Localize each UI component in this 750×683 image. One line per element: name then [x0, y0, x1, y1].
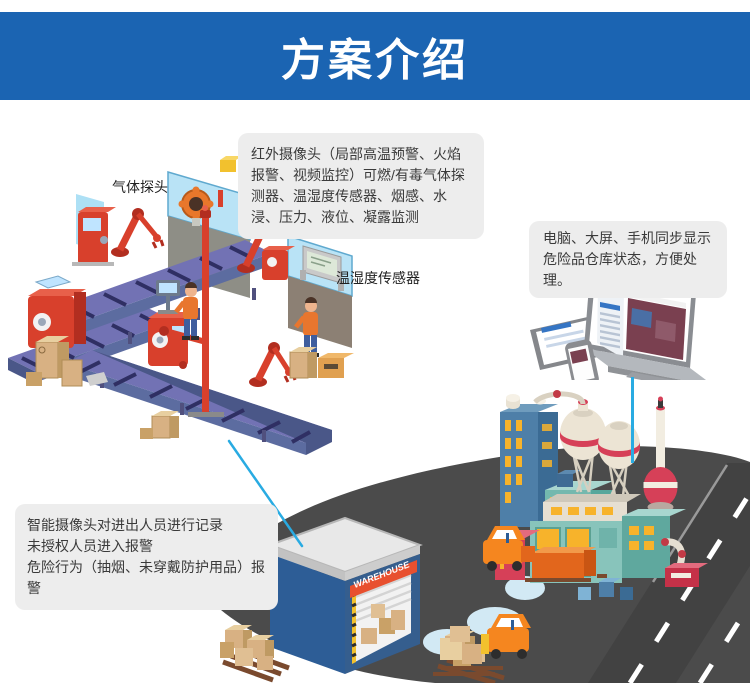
callout-sync-display: 电脑、大屏、手机同步显示危险品仓库状态，方便处理。 — [529, 221, 727, 298]
red-machine — [28, 275, 86, 348]
callout-sync-display-text: 电脑、大屏、手机同步显示危险品仓库状态，方便处理。 — [543, 230, 711, 288]
production-line-illustration — [8, 156, 354, 455]
red-machine — [262, 246, 295, 280]
factory-silos — [533, 390, 640, 497]
forklift-truck-top — [483, 526, 607, 582]
callout-sensor-monitoring: 红外摄像头（局部高温预警、火焰报警、视频监控）可燃/有毒气体探测器、温湿度传感器… — [238, 133, 484, 239]
callout-personnel-line: 未授权人员进入报警 — [27, 538, 153, 554]
callout-personnel-line: 危险行为（抽烟、未穿戴防护用品）报警 — [27, 559, 265, 596]
factory-crates — [578, 578, 633, 600]
temp-humidity-sensor-icon — [300, 245, 344, 291]
factory-pipe-machine — [661, 538, 708, 587]
robotic-arm-icon — [111, 208, 165, 257]
door-boxes — [361, 604, 405, 644]
control-kiosk — [72, 207, 116, 266]
connector-line-devices-factory — [631, 377, 634, 463]
page-title: 方案介绍 — [281, 36, 469, 85]
worker-figure — [294, 297, 319, 357]
gas-probe-label: 气体探头 — [112, 179, 168, 195]
cardboard-boxes — [26, 336, 108, 387]
callout-personnel-line: 智能摄像头对进出人员进行记录 — [27, 517, 223, 533]
robotic-arm-icon — [249, 342, 297, 387]
phone-icon — [565, 339, 599, 380]
cardboard-boxes — [140, 411, 179, 439]
cardboard-boxes — [289, 347, 354, 379]
temp-humidity-sensor-label: 温湿度传感器 — [336, 270, 420, 286]
title-banner: 方案介绍 — [0, 12, 750, 100]
callout-sensor-monitoring-text: 红外摄像头（局部高温预警、火焰报警、视频监控）可燃/有毒气体探测器、温湿度传感器… — [251, 146, 465, 225]
monitor-station — [156, 280, 180, 314]
warehouse-door — [351, 567, 412, 664]
worker-figure — [174, 282, 199, 340]
callout-personnel-monitoring: 智能摄像头对进出人员进行记录 未授权人员进入报警 危险行为（抽烟、未穿戴防护用品… — [15, 504, 278, 610]
forklift-truck-bottom — [433, 614, 531, 676]
factory-chimney — [643, 396, 678, 512]
warehouse-yard-illustration: WAREHOUSE — [210, 390, 750, 683]
pallet-boxes-left — [220, 625, 290, 683]
warehouse-building: WAREHOUSE — [267, 516, 423, 674]
road-dashes — [627, 488, 750, 683]
connector-line-line-warehouse — [227, 439, 304, 548]
